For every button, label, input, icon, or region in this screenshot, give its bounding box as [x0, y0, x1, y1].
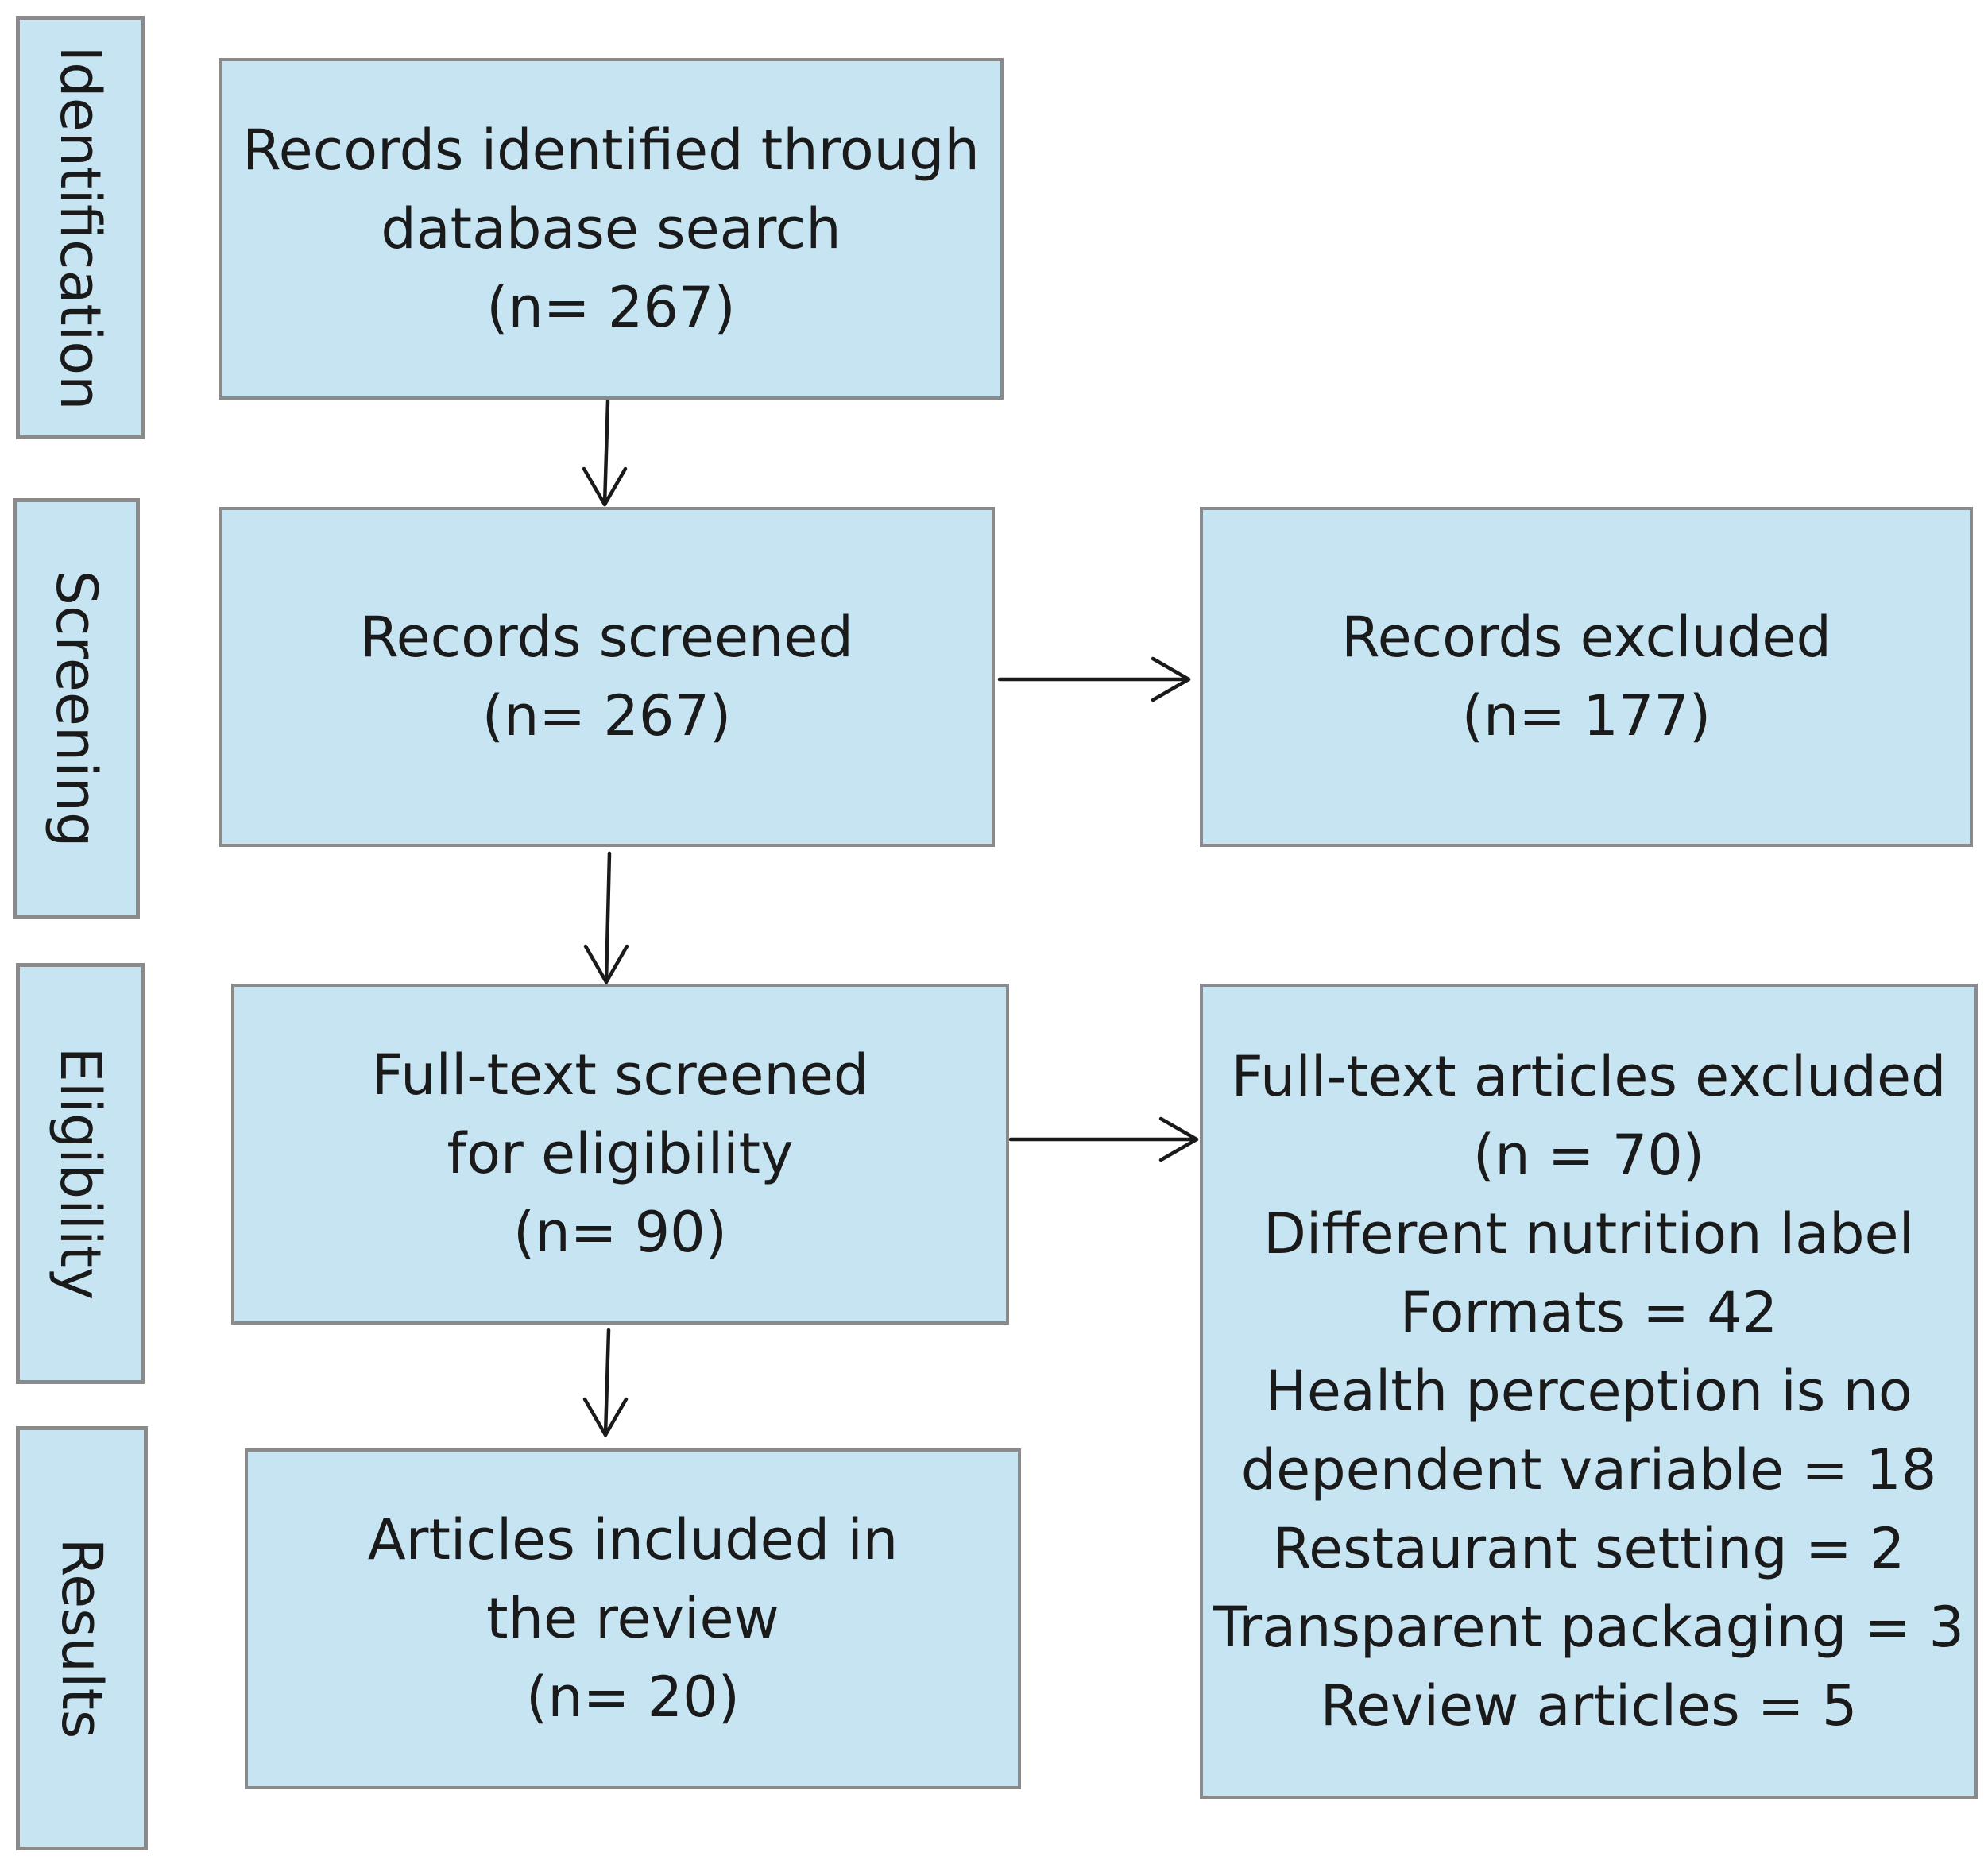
arrow-screened-to-excluded	[997, 656, 1191, 702]
arrow-screened-to-fulltext	[583, 851, 629, 984]
arrow-fulltext-to-included	[582, 1328, 629, 1437]
fulltext-excluded-box: Full-text articles excluded (n = 70) Dif…	[1200, 984, 1978, 1799]
box-line: Restaurant setting = 2	[1272, 1515, 1905, 1581]
fulltext-screened-box: Full-text screened for eligibility (n= 9…	[231, 984, 1009, 1325]
box-line: Records excluded	[1341, 605, 1831, 670]
box-line: Full-text articles excluded	[1231, 1043, 1947, 1109]
box-line: (n= 177)	[1461, 683, 1711, 748]
articles-included-box: Articles included in the review (n= 20)	[245, 1448, 1021, 1789]
arrow-identified-to-screened	[582, 399, 628, 507]
box-line: Full-text screened	[371, 1042, 869, 1108]
box-line: database search	[381, 195, 841, 261]
box-line: Records screened	[360, 605, 853, 670]
box-line: Articles included in	[367, 1507, 899, 1572]
arrow-fulltext-to-fulltext-excluded	[1008, 1116, 1199, 1162]
stage-identification: Identification	[16, 16, 145, 439]
records-identified-box: Records identified through database sear…	[219, 58, 1004, 400]
stage-screening: Screening	[13, 498, 140, 919]
stage-eligibility: Eligibility	[16, 963, 145, 1384]
box-line: Records identified through	[242, 117, 980, 183]
box-line: Transparent packaging = 3	[1213, 1594, 1965, 1660]
box-line: for eligibility	[447, 1121, 794, 1186]
box-line: (n= 267)	[482, 683, 732, 748]
stage-results: Results	[16, 1426, 148, 1850]
box-line: (n= 90)	[513, 1200, 727, 1265]
box-line: the review	[486, 1586, 779, 1651]
box-line: Health perception is no	[1265, 1358, 1913, 1424]
box-line: (n= 267)	[486, 274, 736, 340]
box-line: Different nutrition label	[1263, 1201, 1915, 1267]
records-excluded-box: Records excluded (n= 177)	[1200, 507, 1973, 847]
box-line: (n= 20)	[526, 1665, 740, 1730]
box-line: dependent variable = 18	[1240, 1437, 1937, 1502]
box-line: Formats = 42	[1399, 1279, 1778, 1345]
box-line: Review articles = 5	[1320, 1673, 1858, 1738]
box-line: (n = 70)	[1472, 1122, 1705, 1188]
records-screened-box: Records screened (n= 267)	[219, 507, 995, 847]
